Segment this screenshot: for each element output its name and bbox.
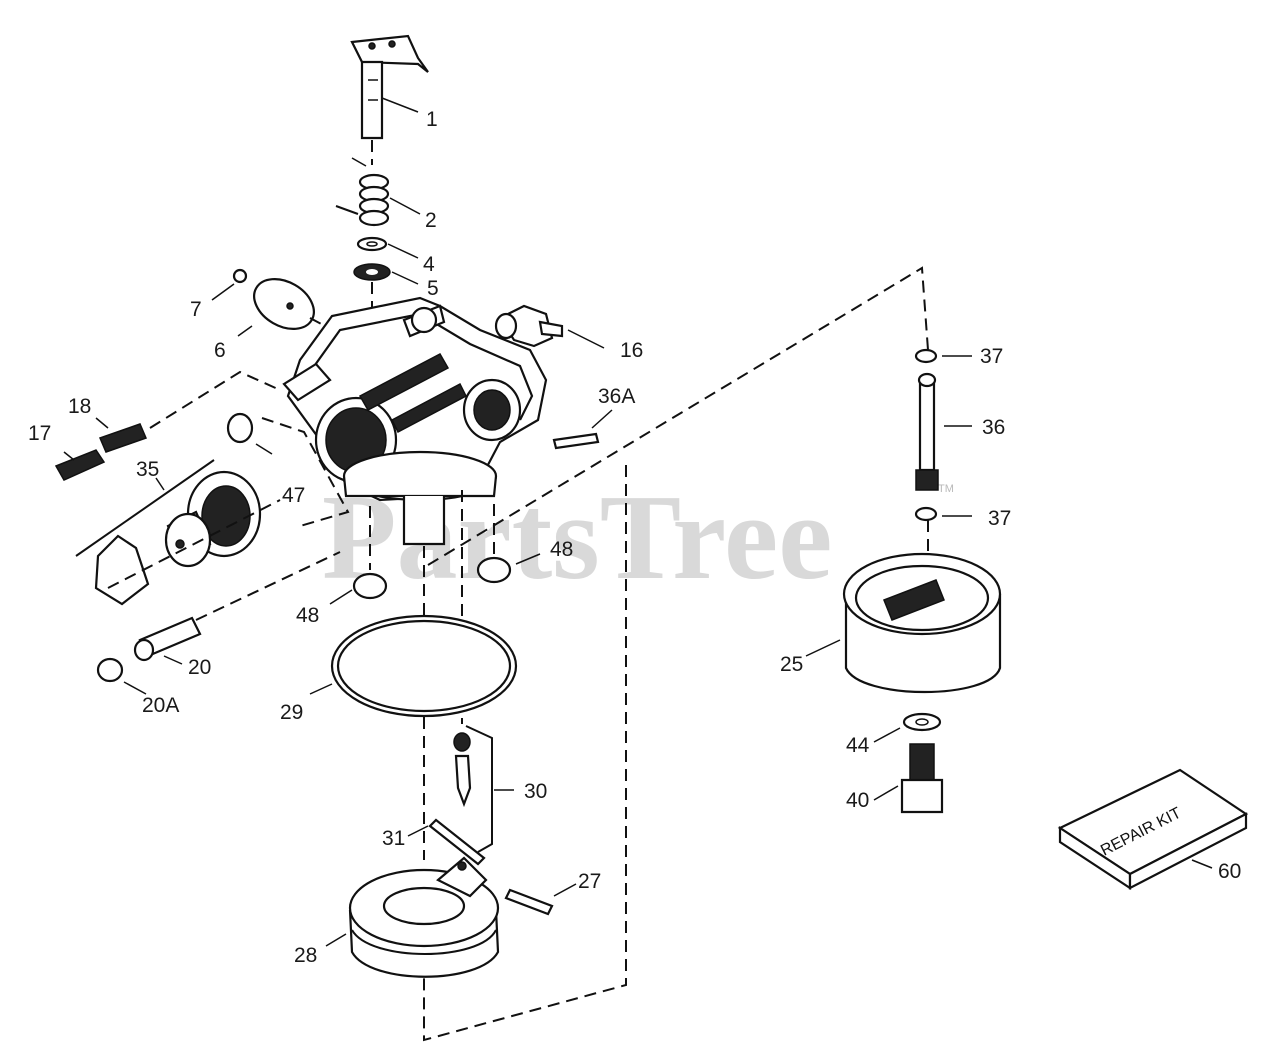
part-28-float [325, 856, 500, 978]
callout-17: 17 [28, 422, 51, 445]
callout-48-right: 48 [550, 538, 573, 561]
part-48-welch-plug-left [329, 506, 388, 605]
callout-6: 6 [214, 339, 226, 362]
callout-47: 47 [282, 484, 305, 507]
callout-29: 29 [280, 701, 303, 724]
callout-37-bottom: 37 [988, 507, 1011, 530]
part-37-oring-top [914, 348, 972, 364]
part-4-washer [356, 236, 419, 259]
part-27-float-shaft [504, 883, 577, 916]
part-18-idle-spring [95, 370, 281, 453]
part-36a-pin [552, 409, 613, 450]
part-20a-primer-cap [96, 657, 147, 695]
callout-36a: 36A [598, 385, 635, 408]
callout-2: 2 [425, 209, 437, 232]
part-7-screw [211, 268, 248, 301]
watermark-tm: TM [938, 483, 954, 495]
part-5-seal [353, 263, 419, 325]
part-48-welch-plug-right [476, 504, 541, 584]
callout-25: 25 [780, 653, 803, 676]
part-40-bowl-nut [873, 743, 944, 814]
callout-16: 16 [620, 339, 643, 362]
part-2-spring [335, 157, 421, 227]
part-29-bowl-gasket [309, 614, 518, 718]
part-36-main-nozzle [915, 372, 972, 491]
part-16-fuel-fitting [494, 304, 605, 349]
callout-20: 20 [188, 656, 211, 679]
callout-35: 35 [136, 458, 159, 481]
callout-60: 60 [1218, 860, 1241, 883]
callout-40: 40 [846, 789, 869, 812]
callout-30: 30 [524, 780, 547, 803]
callout-1: 1 [426, 108, 438, 131]
callout-37-top: 37 [980, 345, 1003, 368]
part-47-gasket [226, 412, 350, 527]
part-20-primer-pin [133, 551, 341, 665]
part-1-throttle-shaft [350, 34, 429, 165]
callout-48-left: 48 [296, 604, 319, 627]
callout-36: 36 [982, 416, 1005, 439]
callout-27: 27 [578, 870, 601, 893]
part-44-bowl-washer [873, 712, 942, 743]
callout-28: 28 [294, 944, 317, 967]
callout-31: 31 [382, 827, 405, 850]
callout-20a: 20A [142, 694, 179, 717]
callout-44: 44 [846, 734, 870, 757]
part-60-repair-kit: REPAIR KIT [1057, 768, 1249, 891]
callout-5: 5 [427, 277, 439, 300]
callout-labels: 1 2 4 5 7 6 16 18 36A 17 35 47 48 48 20 … [28, 108, 1241, 967]
assembly-dash-bracket [423, 266, 929, 1042]
part-31-clip [407, 818, 486, 866]
part-35-primer [75, 459, 281, 606]
callout-7: 7 [190, 298, 202, 321]
callout-4: 4 [423, 253, 435, 276]
callout-18: 18 [68, 395, 91, 418]
part-6-throttle-plate [237, 278, 341, 337]
part-30-needle-seat [453, 725, 514, 853]
carburetor-body [282, 296, 548, 546]
part-37-oring-bottom [914, 506, 972, 522]
part-17-idle-screw [54, 449, 106, 481]
part-25-float-bowl [805, 552, 1002, 693]
